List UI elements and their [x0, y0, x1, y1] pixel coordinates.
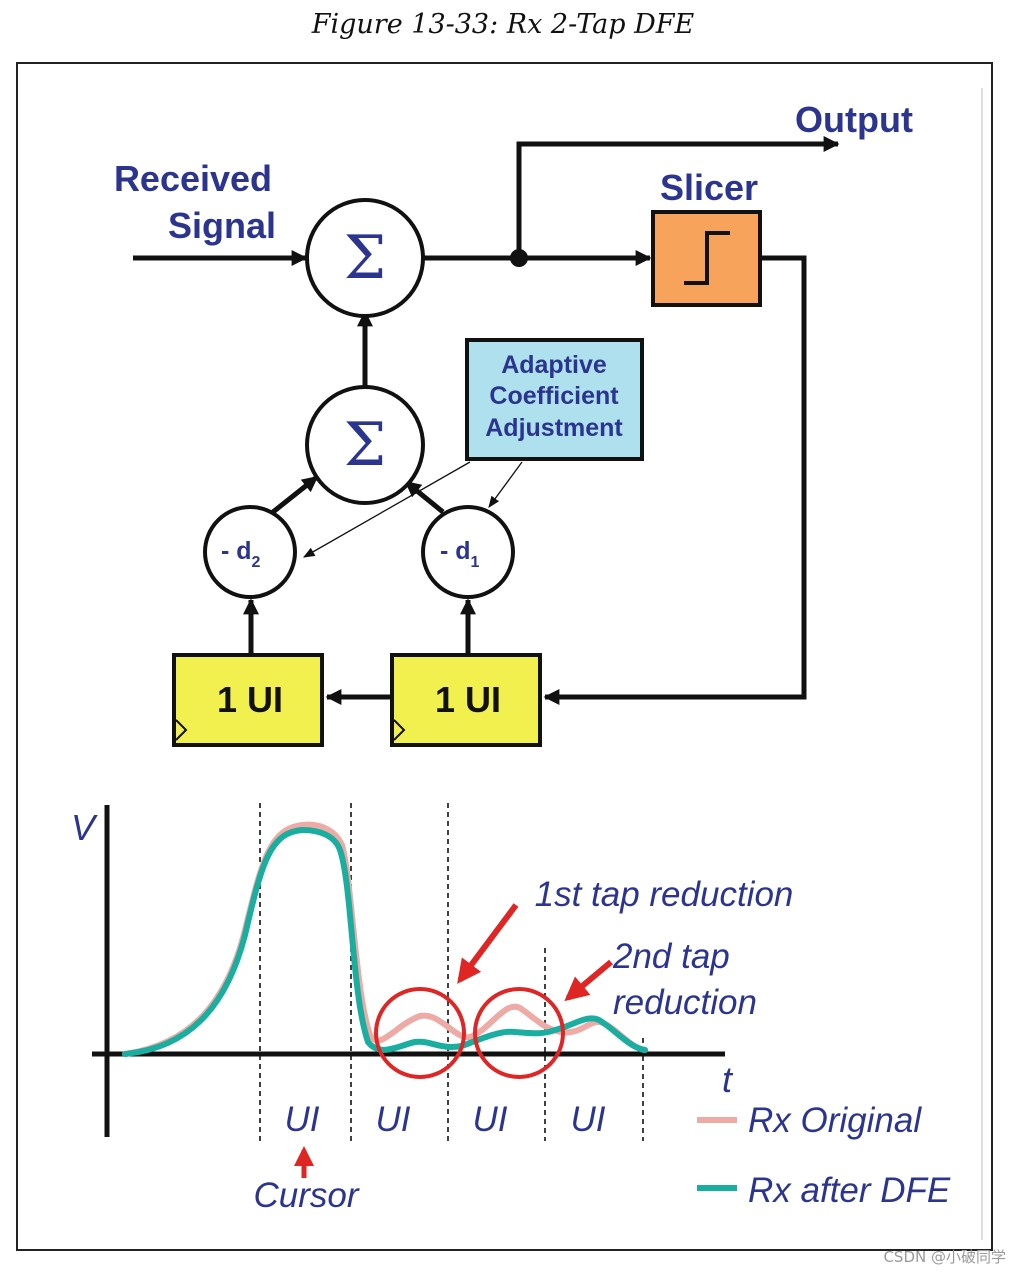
rx-after-dfe-curve	[122, 826, 648, 1057]
tap2-pointer-arrow	[564, 959, 613, 1002]
adaptive-line3: Adjustment	[485, 414, 623, 442]
annotation-tap2-line1: 2nd tap	[612, 937, 730, 976]
output-path	[516, 135, 840, 258]
feedback-path	[543, 255, 807, 706]
delay-block-2-label: 1 UI	[217, 679, 283, 720]
adaptive-coefficient-block: Adaptive Coefficient Adjustment	[465, 338, 644, 461]
slicer-label: Slicer	[660, 167, 758, 208]
delay-block-1: 1 UI	[390, 653, 542, 747]
junction-dot	[510, 249, 528, 267]
adapt-to-tap2-arrow	[302, 461, 471, 558]
tap2-label: - d2	[221, 537, 261, 571]
t-axis-label: t	[722, 1059, 734, 1100]
ui-label-2: UI	[376, 1100, 411, 1139]
adapt-to-tap1-arrow	[488, 461, 523, 508]
output-label: Output	[795, 99, 913, 140]
summer-inner-symbol: Σ	[344, 410, 386, 480]
tap1-pointer-arrow	[457, 903, 519, 984]
waveform-axes	[92, 805, 725, 1137]
clock-icon	[393, 719, 406, 741]
ui-label-3: UI	[473, 1100, 508, 1139]
slicer-block	[651, 210, 762, 307]
adaptive-line2: Coefficient	[489, 382, 619, 410]
waveform-legend: Rx Original Rx after DFE	[697, 1101, 951, 1210]
figure-caption: Figure 13-33: Rx 2-Tap DFE	[311, 9, 695, 40]
v-axis-label: V	[71, 807, 98, 848]
tap1-highlight-circle	[374, 987, 466, 1079]
ui-boundaries	[259, 803, 644, 1141]
adaptive-line1: Adaptive	[501, 351, 607, 379]
ui-label-4: UI	[571, 1100, 606, 1139]
summer-outer-symbol: Σ	[344, 223, 386, 293]
legend-label-dfe: Rx after DFE	[748, 1171, 951, 1210]
tap2-to-sum-arrow	[271, 475, 319, 514]
ui-label-cursor: UI	[285, 1100, 320, 1139]
clock-icon	[175, 719, 188, 741]
tap1-multiplier: - d1	[421, 505, 515, 599]
tap1-to-sum-arrow	[404, 480, 445, 514]
tap2-highlight-circle	[473, 987, 565, 1079]
tap2-multiplier: - d2	[203, 505, 297, 599]
legend-label-original: Rx Original	[748, 1101, 922, 1140]
received-signal-line1: Received	[114, 158, 272, 199]
annotation-tap2-line2: reduction	[613, 983, 757, 1022]
signal-paths	[133, 135, 840, 706]
slicer-step-icon	[684, 231, 730, 285]
watermark: CSDN @小破同学	[883, 1248, 1006, 1266]
cursor-label: Cursor	[253, 1176, 359, 1215]
summer-inner: Σ	[305, 385, 425, 505]
tap1-label: - d1	[440, 537, 480, 571]
delay-block-1-label: 1 UI	[435, 679, 501, 720]
delay-block-2: 1 UI	[172, 653, 324, 747]
received-signal-line2: Signal	[168, 205, 276, 246]
annotation-tap1: 1st tap reduction	[535, 875, 794, 914]
adaptation-lines	[302, 461, 523, 558]
summer-outer: Σ	[305, 198, 425, 318]
